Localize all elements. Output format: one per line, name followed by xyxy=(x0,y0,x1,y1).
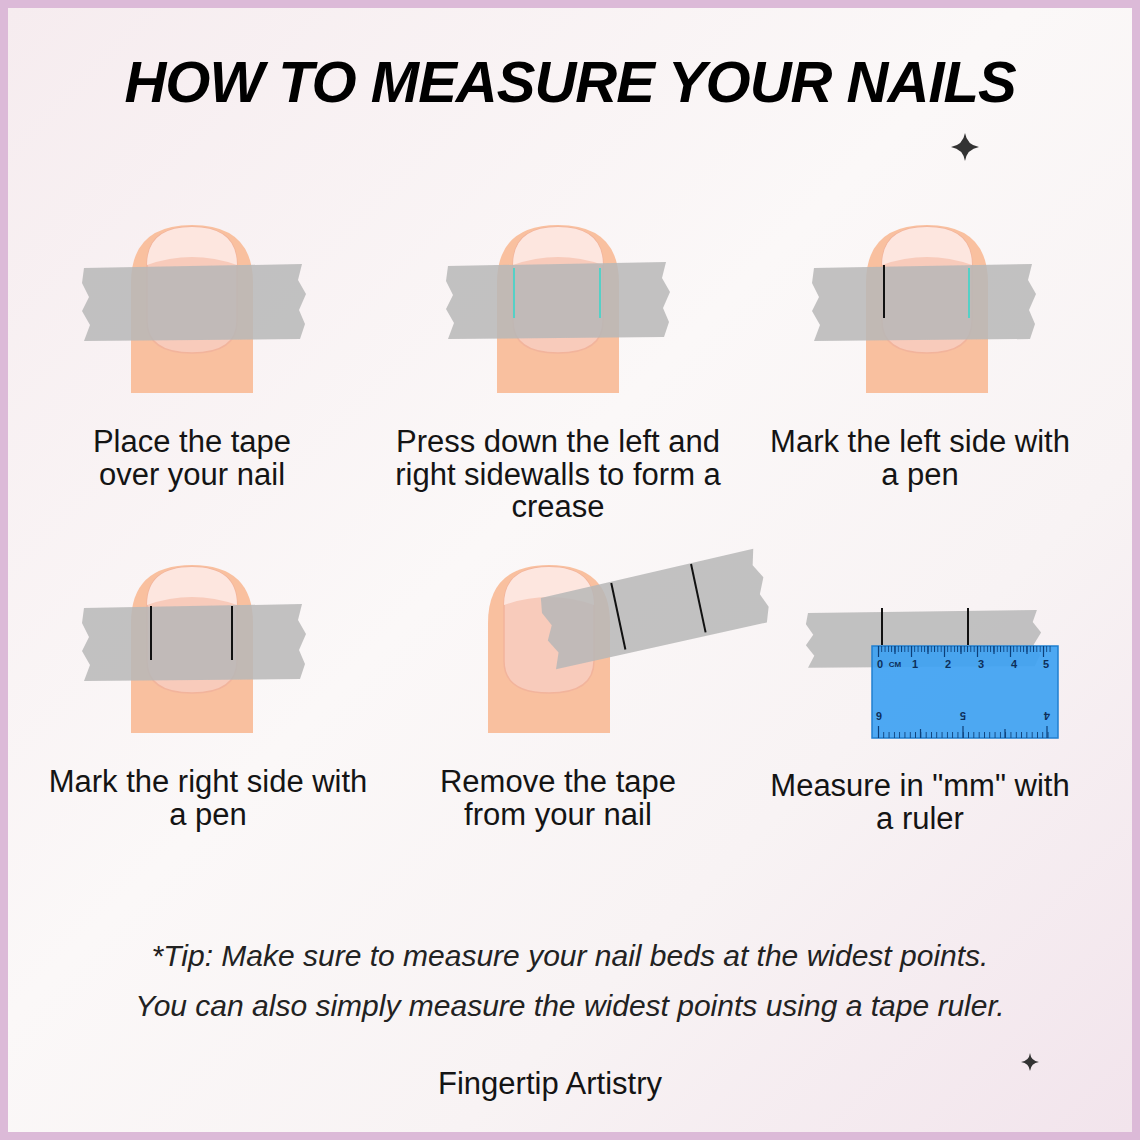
star xyxy=(951,133,979,161)
star xyxy=(1021,1053,1039,1071)
ruler-number: 2 xyxy=(941,659,955,670)
tape xyxy=(82,264,306,341)
pen-mark xyxy=(150,606,152,660)
ruler-number: 1 xyxy=(908,659,922,670)
pen-mark xyxy=(883,265,885,318)
ruler-number: 3 xyxy=(974,659,988,670)
ruler-number: CM xyxy=(884,661,906,669)
step-caption: Place the tape over your nail xyxy=(62,426,322,491)
ruler-number: 0 xyxy=(873,659,887,670)
crease-line xyxy=(513,268,515,318)
brand-name: Fingertip Artistry xyxy=(350,1068,750,1101)
removed-tape xyxy=(538,548,773,670)
crease-line xyxy=(599,268,601,318)
ruler-number: 4 xyxy=(1007,659,1021,670)
step-caption: Remove the tape from your nail xyxy=(413,766,703,831)
page-title: HOW TO MEASURE YOUR NAILS xyxy=(50,52,1090,113)
ruler-number: 4 xyxy=(1040,710,1054,721)
crease-line xyxy=(968,268,970,318)
ruler xyxy=(872,646,1058,738)
tape xyxy=(446,262,670,339)
pen-mark xyxy=(967,608,969,645)
tape xyxy=(82,604,306,681)
ruler-number: 5 xyxy=(956,710,970,721)
tip-note: *Tip: Make sure to measure your nail bed… xyxy=(40,940,1100,972)
step-caption: Mark the right side with a pen xyxy=(48,766,368,831)
pen-mark xyxy=(231,606,233,660)
ruler-number: 5 xyxy=(1039,659,1053,670)
step-caption: Mark the left side with a pen xyxy=(760,426,1080,491)
step-caption: Measure in "mm" with a ruler xyxy=(770,770,1070,835)
pen-mark xyxy=(881,608,883,645)
tape xyxy=(812,264,1036,341)
ruler-number: 6 xyxy=(872,710,886,721)
step-caption: Press down the left and right sidewalls … xyxy=(393,426,723,524)
tip-note: You can also simply measure the widest p… xyxy=(40,990,1100,1022)
